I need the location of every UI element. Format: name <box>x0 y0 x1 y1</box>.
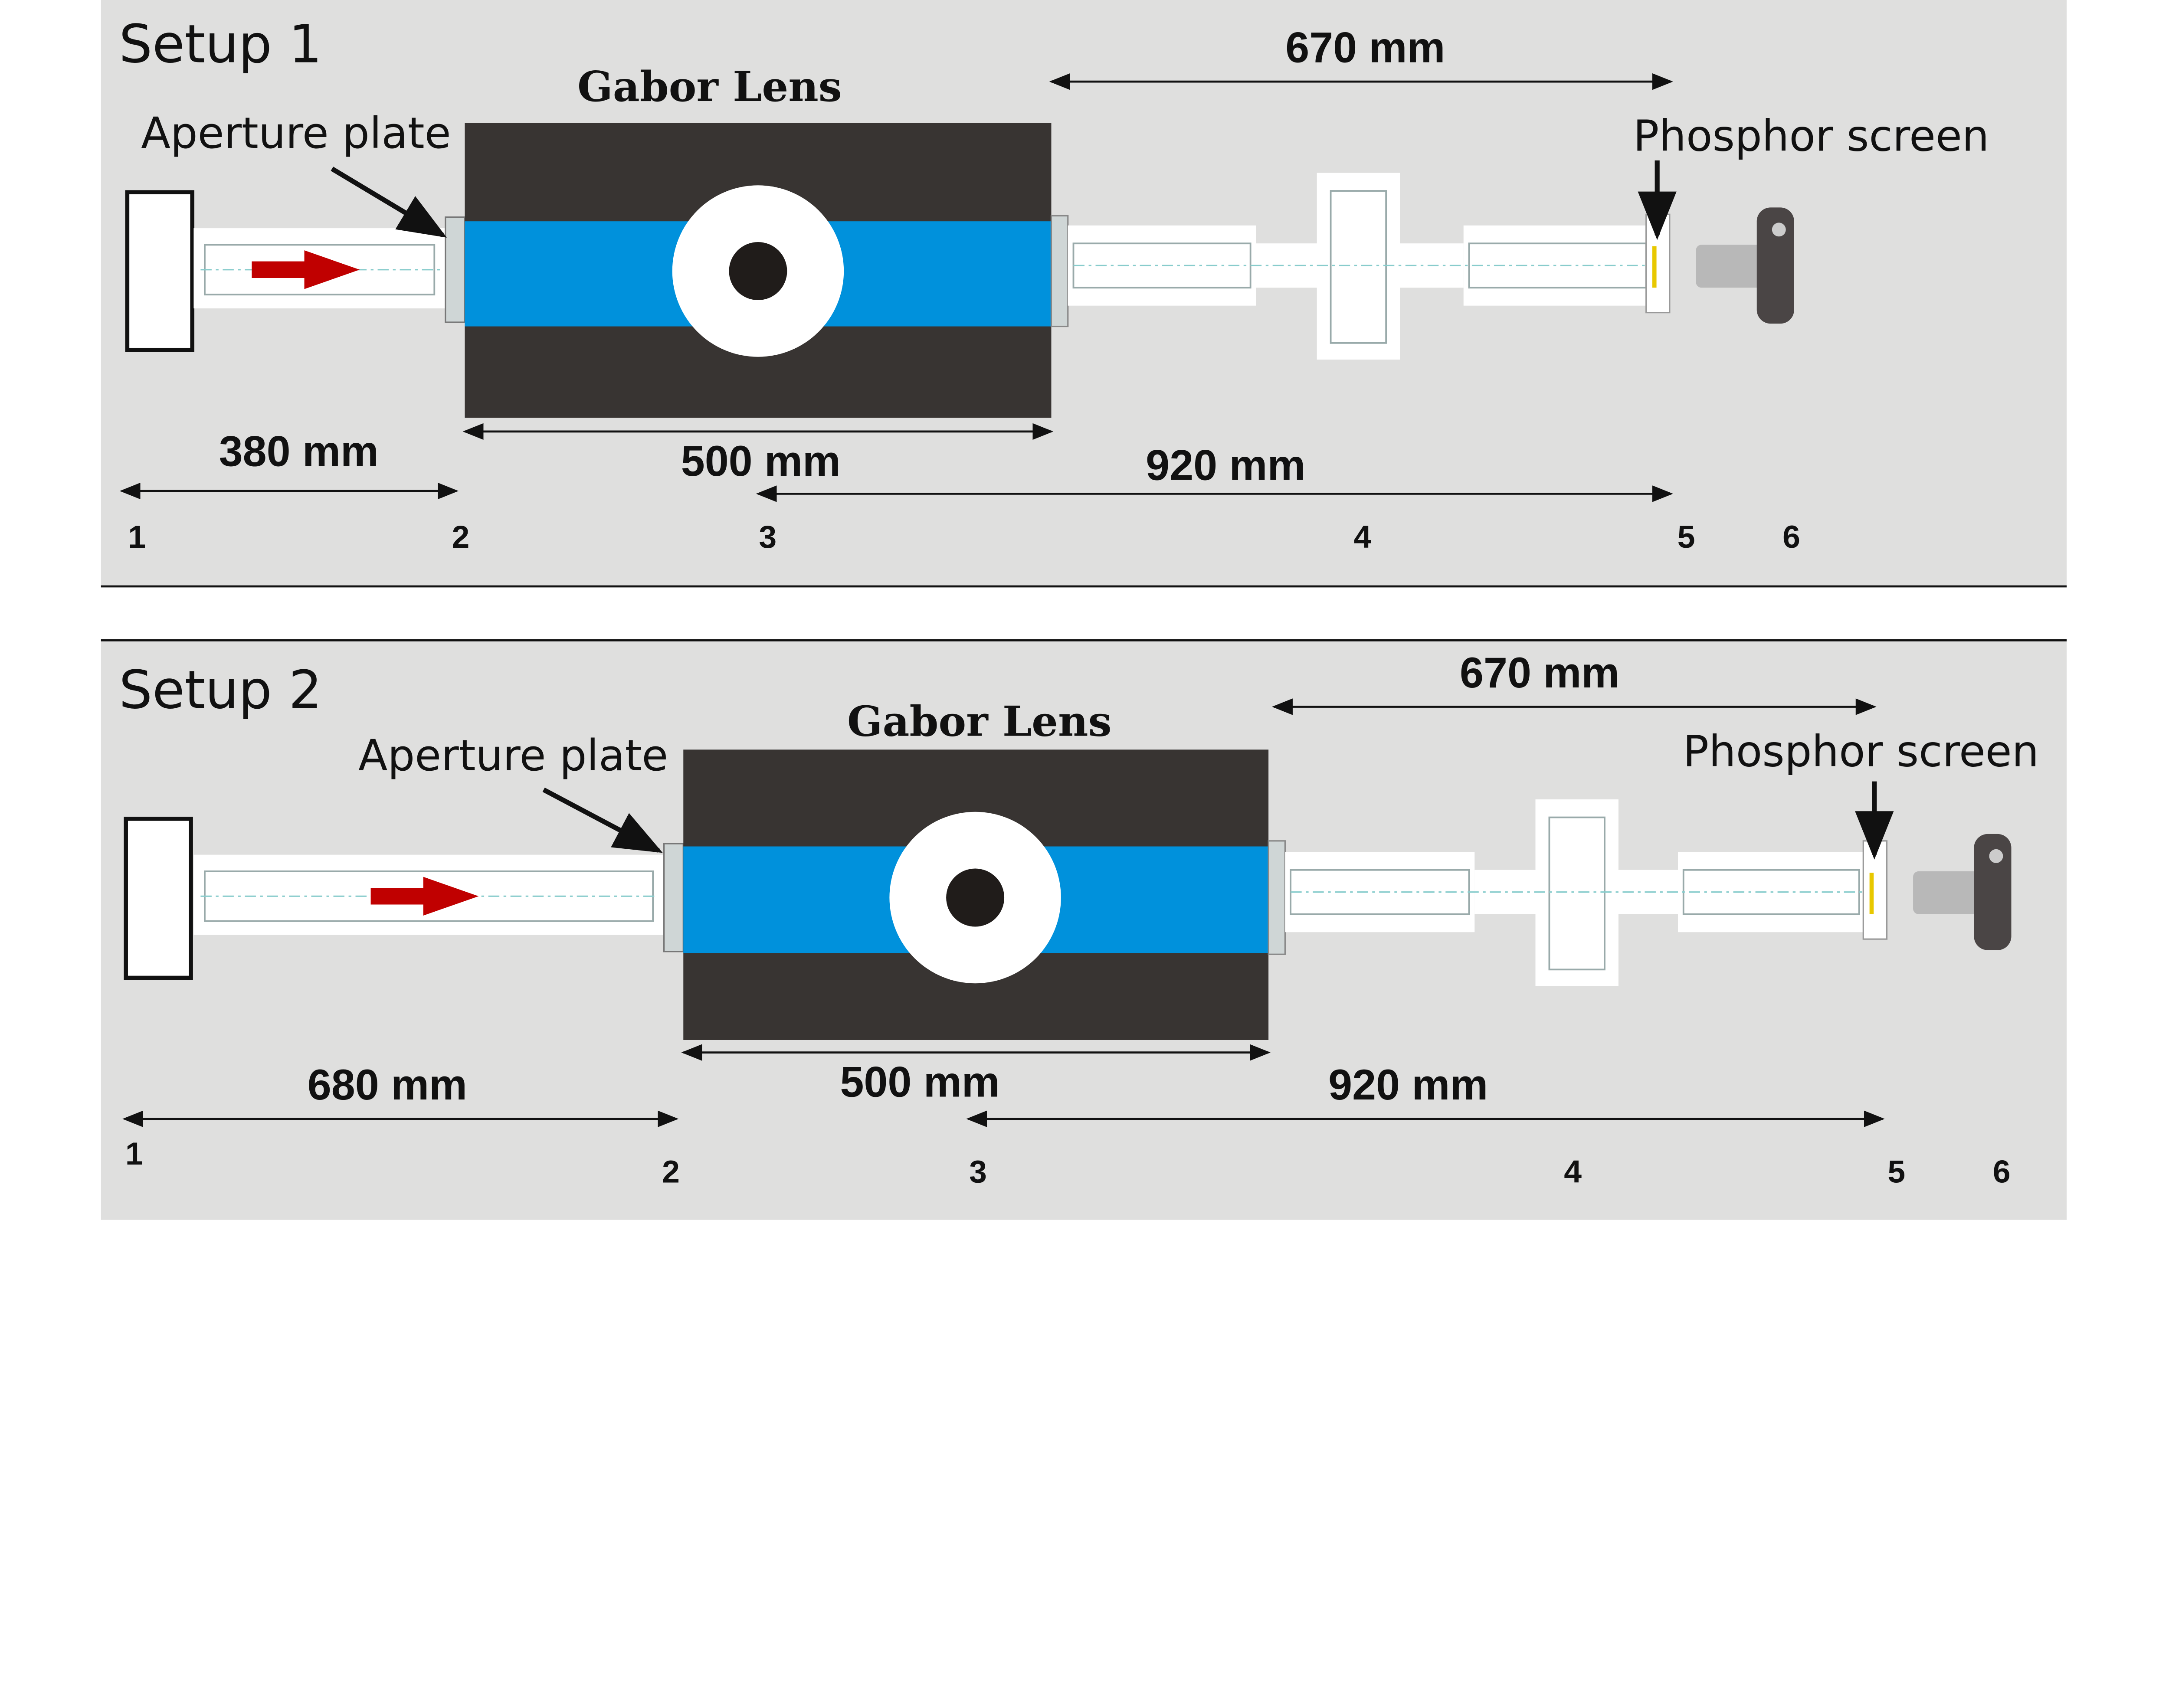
position-1: 1 <box>128 519 146 555</box>
beam-direction-arrow <box>252 250 360 289</box>
position-2: 2 <box>452 519 469 555</box>
gabor-lens <box>683 749 1269 1040</box>
diagnostic-beamline <box>1050 173 1671 360</box>
position-1: 1 <box>125 1136 143 1171</box>
position-markers: 1 2 3 4 5 6 <box>125 1136 2011 1189</box>
position-2: 2 <box>662 1154 680 1189</box>
gabor-lens-label: Gabor Lens <box>847 697 1112 746</box>
aperture-plate <box>663 843 684 952</box>
position-6: 6 <box>1782 519 1800 555</box>
aperture-pointer-arrow <box>542 787 663 853</box>
setup-title: Setup 2 <box>119 660 322 721</box>
aperture-plate <box>445 216 466 323</box>
dim-920-label: 920 mm <box>1146 442 1305 489</box>
gabor-lens <box>465 123 1052 418</box>
aperture-pointer-arrow <box>331 167 447 238</box>
dim-500-label: 500 mm <box>840 1058 999 1106</box>
aperture-plate-label: Aperture plate <box>141 108 451 158</box>
position-5: 5 <box>1678 519 1695 555</box>
phosphor-screen-label: Phosphor screen <box>1683 727 2039 777</box>
diagnostic-beamline <box>1268 799 1888 986</box>
position-3: 3 <box>759 519 777 555</box>
aperture-plate-label: Aperture plate <box>358 731 668 781</box>
position-3: 3 <box>969 1154 987 1189</box>
beamline-diagram: Setup 1 Gabor Lens <box>101 0 2067 1220</box>
dim-500-label: 500 mm <box>681 437 841 485</box>
dim-source-label: 380 mm <box>219 428 379 475</box>
position-markers: 1 2 3 4 5 6 <box>128 519 1800 555</box>
dim-670-label: 670 mm <box>1460 649 1619 697</box>
gabor-lens-label: Gabor Lens <box>577 62 842 111</box>
ion-source <box>125 190 195 352</box>
phosphor-screen-label: Phosphor screen <box>1633 111 1989 161</box>
position-4: 4 <box>1564 1154 1582 1189</box>
setup-2-panel: Setup 2 Gabor Lens <box>101 639 2067 1220</box>
dim-670-label: 670 mm <box>1285 23 1445 71</box>
camera <box>1913 834 2012 950</box>
position-5: 5 <box>1887 1154 1905 1189</box>
ion-source <box>124 816 193 980</box>
setup-1-panel: Setup 1 Gabor Lens <box>101 0 2067 588</box>
dim-920-label: 920 mm <box>1328 1061 1488 1109</box>
setup-title: Setup 1 <box>119 13 322 75</box>
camera <box>1696 207 1794 324</box>
position-6: 6 <box>1993 1154 2011 1189</box>
beam-direction-arrow <box>370 877 479 916</box>
position-4: 4 <box>1354 519 1372 555</box>
dim-source-label: 680 mm <box>308 1061 467 1109</box>
